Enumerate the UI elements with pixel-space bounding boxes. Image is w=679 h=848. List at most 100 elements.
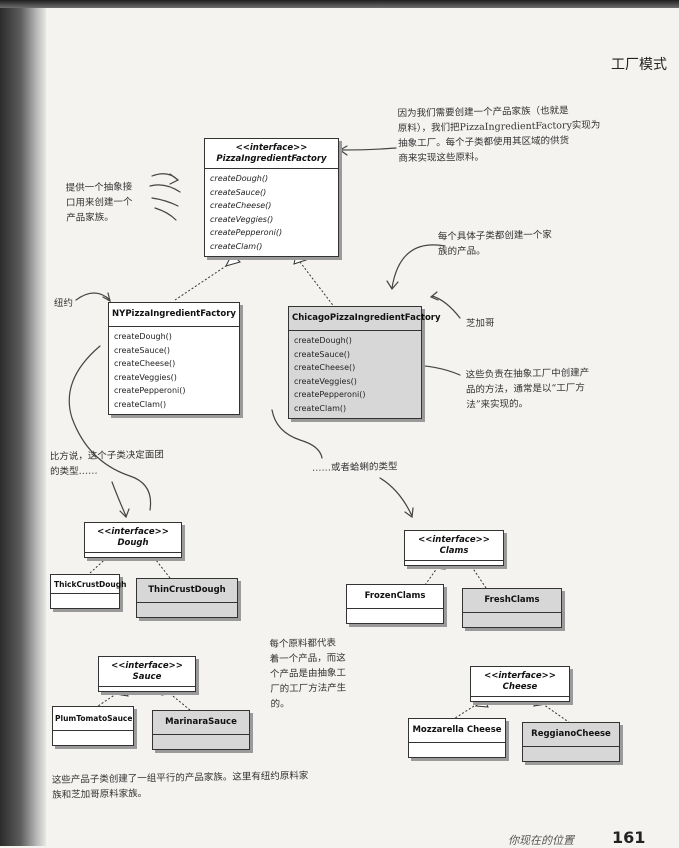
mozzarella-cheese-class: Mozzarella Cheese xyxy=(408,718,506,758)
stereotype-label: <<interface>> xyxy=(97,527,169,537)
note-parallel-families: 这些产品子类创建了一组平行的产品家族。这里有纽约原料家 族和芝加哥原料家族。 xyxy=(52,767,382,803)
class-body xyxy=(85,553,181,557)
class-body xyxy=(409,743,505,757)
note-each-ingredient: 每个原料都代表 着一个产品，而这 个产品是由抽象工 厂的工厂方法产生 的。 xyxy=(269,635,370,712)
note-chicago: 芝加哥 xyxy=(465,317,495,330)
note-line: 族的产品。 xyxy=(438,245,486,258)
method-item: createDough() xyxy=(114,332,172,341)
class-body xyxy=(51,594,119,608)
method-item: createDough() xyxy=(294,336,352,345)
class-name: ThinCrustDough xyxy=(137,579,237,603)
class-name: PizzaIngredientFactory xyxy=(216,154,327,164)
clams-interface: <<interface>> Clams xyxy=(404,530,504,566)
class-name: MarinaraSauce xyxy=(153,711,249,735)
method-item: createClam() xyxy=(294,403,347,413)
method-list: createDough() createSauce() createCheese… xyxy=(205,169,338,256)
note-abstract-factory: 因为我们需要创建一个产品家族（也就是 原料），我们把PizzaIngredien… xyxy=(397,102,660,167)
method-item: createPepperoni() xyxy=(294,390,366,399)
footer-location: 你现在的位置 xyxy=(508,834,574,847)
class-name: Dough xyxy=(117,538,149,548)
note-line: 着一个产品，而这 xyxy=(269,652,346,665)
class-body xyxy=(137,603,237,617)
ny-pizza-ingredient-factory: NYPizzaIngredientFactory createDough() c… xyxy=(108,302,240,415)
class-header: <<interface>> Clams xyxy=(405,531,503,561)
note-line: 厂的工厂方法产生 xyxy=(270,682,347,695)
class-body xyxy=(347,609,443,623)
method-item: createClam() xyxy=(114,399,167,409)
method-list: createDough() createSauce() createCheese… xyxy=(109,327,239,414)
class-body xyxy=(471,697,569,701)
method-item: createCheese() xyxy=(210,201,272,210)
note-line: 的。 xyxy=(270,698,290,710)
class-body xyxy=(463,613,561,627)
book-spine-shadow xyxy=(0,0,46,846)
class-header: <<interface>> PizzaIngredientFactory xyxy=(205,139,338,169)
class-body xyxy=(53,731,133,745)
method-item: createSauce() xyxy=(114,345,171,355)
note-line: 口用来创建一个 xyxy=(65,196,133,209)
method-item: createPepperoni() xyxy=(210,228,283,237)
class-name: FrozenClams xyxy=(347,585,443,609)
method-item: createVeggies() xyxy=(294,376,357,386)
stereotype-label: <<interface>> xyxy=(235,143,308,153)
page-header-title: 工厂模式 xyxy=(611,57,667,73)
method-item: createPepperoni() xyxy=(114,386,186,395)
note-interface: 提供一个抽象接 口用来创建一个 产品家族。 xyxy=(66,179,153,225)
method-item: createCheese() xyxy=(294,363,356,372)
method-item: createDough() xyxy=(210,174,269,183)
pizza-ingredient-factory-interface: <<interface>> PizzaIngredientFactory cre… xyxy=(204,138,339,257)
chicago-pizza-ingredient-factory: ChicagoPizzaIngredientFactory createDoug… xyxy=(288,306,441,419)
note-line: 个产品是由抽象工 xyxy=(269,667,347,680)
reggiano-cheese-class: ReggianoCheese xyxy=(522,722,620,762)
method-item: createVeggies() xyxy=(210,214,274,224)
page-number: 161 xyxy=(612,828,646,847)
note-ny-decides: 比方说，这个子类决定面团 的类型…… xyxy=(50,447,210,480)
class-name: Clams xyxy=(439,546,469,556)
stereotype-label: <<interface>> xyxy=(418,535,490,545)
note-or-clams: ……或者蛤蜊的类型 xyxy=(311,461,398,474)
class-header: <<interface>> Cheese xyxy=(471,667,569,697)
frozen-clams-class: FrozenClams xyxy=(346,584,444,624)
fresh-clams-class: FreshClams xyxy=(462,588,562,628)
dough-interface: <<interface>> Dough xyxy=(84,522,182,558)
class-body xyxy=(405,561,503,565)
class-body xyxy=(523,747,619,761)
note-line: 产品家族。 xyxy=(66,211,114,224)
note-each-subclass: 每个具体子类都创建一个家 族的产品。 xyxy=(438,227,608,260)
thin-crust-dough-class: ThinCrustDough xyxy=(136,578,238,618)
note-line: 法”来实现的。 xyxy=(466,398,529,411)
method-item: createSauce() xyxy=(294,349,351,359)
class-name: ThickCrustDough xyxy=(51,575,126,594)
thick-crust-dough-class: ThickCrustDough xyxy=(50,574,126,609)
method-item: createCheese() xyxy=(114,359,176,368)
class-name: NYPizzaIngredientFactory xyxy=(109,303,239,327)
class-header: <<interface>> Sauce xyxy=(99,657,195,687)
method-item: createSauce() xyxy=(210,187,267,197)
method-item: createClam() xyxy=(210,241,263,251)
cheese-interface: <<interface>> Cheese xyxy=(470,666,570,702)
stereotype-label: <<interface>> xyxy=(484,671,556,681)
class-name: Sauce xyxy=(132,672,162,682)
note-line: 提供一个抽象接 xyxy=(65,181,133,194)
class-name: Cheese xyxy=(502,682,538,692)
class-body xyxy=(99,687,195,691)
note-newyork: 纽约 xyxy=(53,297,74,310)
class-name: Mozzarella Cheese xyxy=(409,719,505,743)
marinara-sauce-class: MarinaraSauce xyxy=(152,710,250,750)
sauce-interface: <<interface>> Sauce xyxy=(98,656,196,692)
class-name: PlumTomatoSauce xyxy=(53,707,133,731)
stereotype-label: <<interface>> xyxy=(111,661,183,671)
page-top-edge xyxy=(0,0,679,8)
note-line: 每个原料都代表 xyxy=(269,637,337,650)
class-name: FreshClams xyxy=(463,589,561,613)
class-body xyxy=(153,735,249,749)
class-header: <<interface>> Dough xyxy=(85,523,181,553)
note-factory-methods: 这些负责在抽象工厂中创建产 品的方法，通常是以“工厂方 法”来实现的。 xyxy=(466,364,647,412)
class-name: ChicagoPizzaIngredientFactory xyxy=(289,307,441,331)
note-line: 的类型…… xyxy=(50,465,98,478)
method-item: createVeggies() xyxy=(114,372,177,382)
plum-tomato-sauce-class: PlumTomatoSauce xyxy=(52,706,134,746)
note-line: 商来实现这些原料。 xyxy=(398,151,485,165)
method-list: createDough() createSauce() createCheese… xyxy=(289,331,421,418)
class-name: ReggianoCheese xyxy=(523,723,619,747)
